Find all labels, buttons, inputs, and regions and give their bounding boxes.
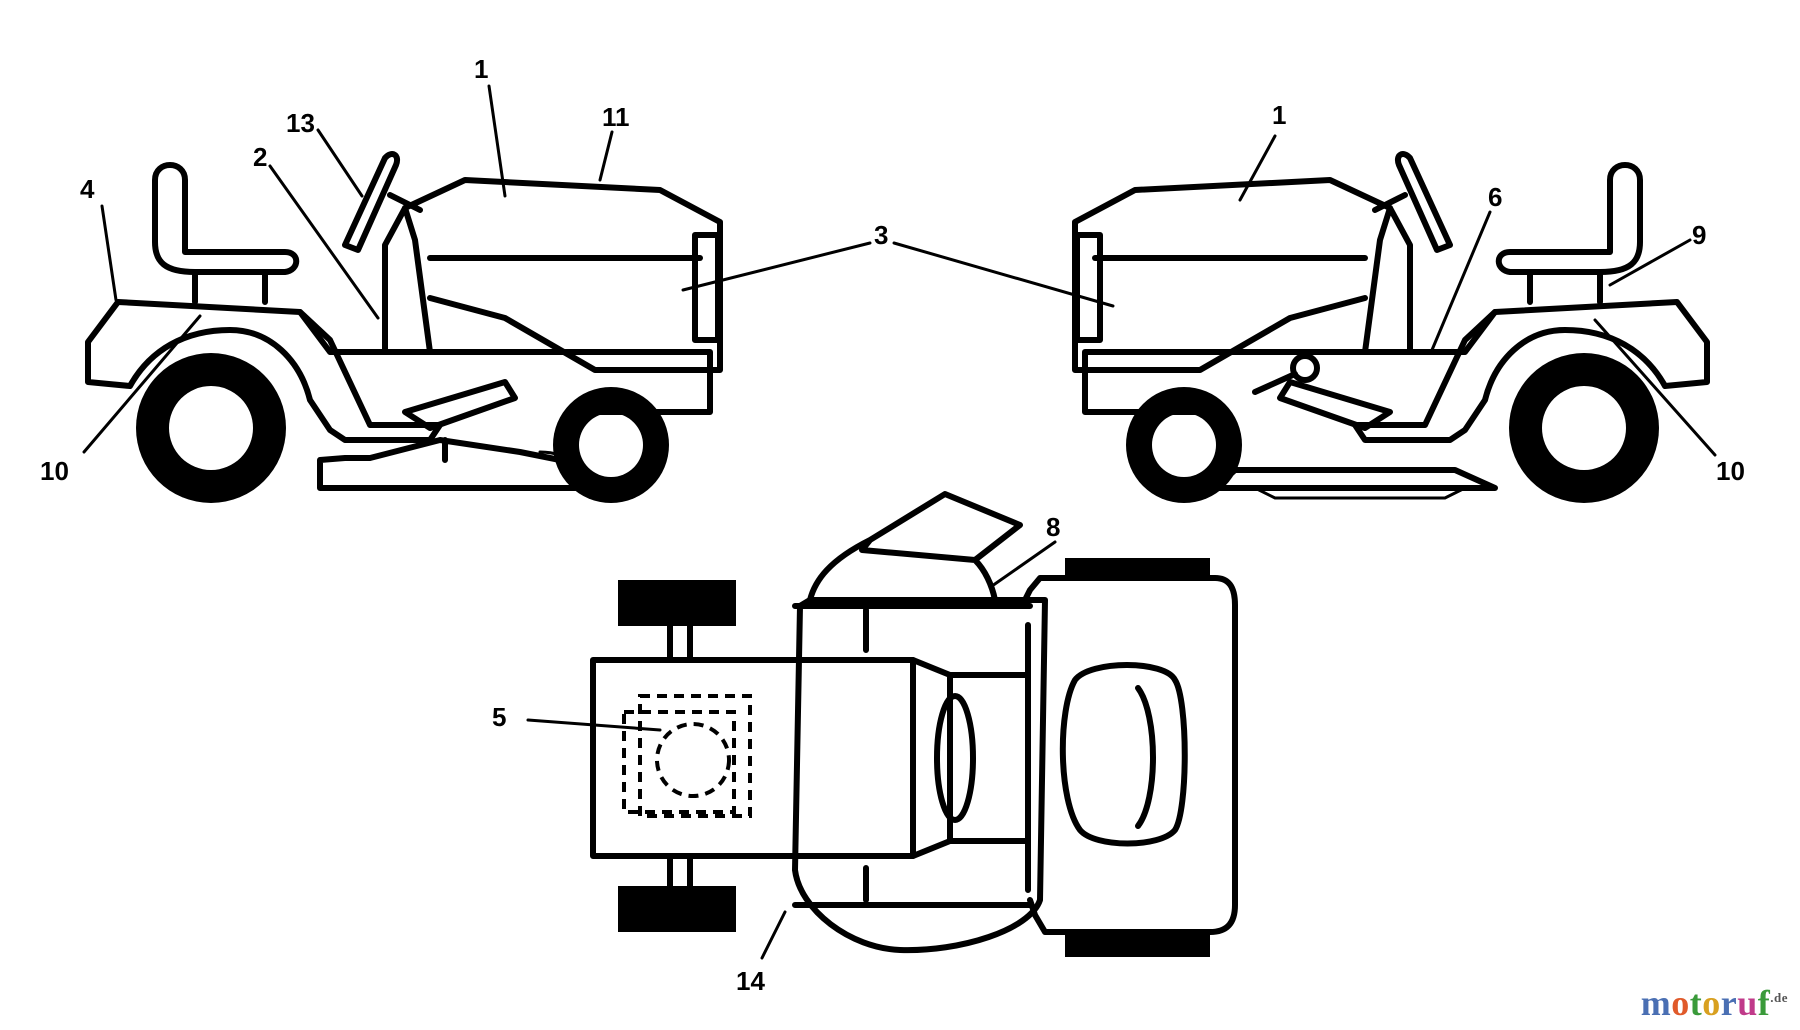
callout-14: 14 — [736, 966, 765, 996]
center-callout-3: 3 — [681, 220, 1115, 308]
wm-letter-o2: o — [1702, 983, 1721, 1023]
right-pedal — [1277, 379, 1393, 431]
left-hood — [402, 177, 723, 373]
top-seat-back — [1135, 685, 1156, 829]
right-callouts: 1 6 9 10 — [1238, 100, 1745, 486]
left-deck-chute — [538, 450, 580, 490]
top-dash — [947, 672, 1031, 844]
right-mower-deck — [1212, 467, 1498, 491]
right-seat-post — [1527, 269, 1603, 305]
right-steering — [1372, 151, 1453, 253]
top-deck-marks — [863, 607, 1031, 903]
callout-1-left: 1 — [474, 54, 488, 84]
left-pedal — [402, 379, 518, 431]
callout-2-left: 2 — [253, 142, 267, 172]
callout-6-right: 6 — [1488, 182, 1502, 212]
top-front-axle — [667, 623, 693, 889]
wm-letter-o1: o — [1671, 983, 1690, 1023]
top-discharge-chute — [807, 491, 1023, 603]
right-deck-skirt — [1253, 486, 1467, 500]
left-dash — [382, 205, 433, 355]
wm-letter-f: f — [1757, 983, 1771, 1023]
right-dash — [1362, 205, 1413, 355]
top-decal-outline-front — [638, 694, 752, 818]
right-grille — [1074, 232, 1103, 343]
right-rear-fender — [1352, 299, 1710, 443]
wm-letter-m: m — [1640, 983, 1672, 1023]
callout-9-right: 9 — [1692, 220, 1706, 250]
left-callouts: 1 11 13 2 4 10 — [40, 54, 630, 486]
wm-letter-t: t — [1689, 983, 1703, 1023]
wm-domain: .de — [1770, 990, 1788, 1005]
left-tractor-side-view — [85, 151, 723, 503]
top-deck — [792, 597, 1048, 954]
left-frame — [297, 309, 713, 415]
right-seat — [1495, 162, 1643, 275]
right-frame — [1082, 309, 1498, 415]
top-front-wheel-top — [618, 580, 736, 626]
tractor-top-view — [590, 491, 1238, 957]
callout-1-right: 1 — [1272, 100, 1286, 130]
wm-letter-u: u — [1737, 983, 1758, 1023]
callout-8: 8 — [1046, 512, 1060, 542]
left-seat-post — [192, 269, 268, 305]
callout-3: 3 — [874, 220, 888, 250]
top-decal-circle — [655, 722, 731, 798]
motoruf-watermark: motoruf.de — [1641, 982, 1788, 1024]
left-seat — [152, 162, 300, 275]
top-body-mid — [792, 603, 1033, 908]
right-lever-knob — [1290, 353, 1320, 383]
top-rear-wheel-bottom — [1065, 935, 1210, 957]
callout-5: 5 — [492, 702, 506, 732]
top-hood-nose — [910, 657, 953, 859]
callout-10-right: 10 — [1716, 456, 1745, 486]
top-decal-outline-back — [622, 710, 736, 814]
callout-10-left: 10 — [40, 456, 69, 486]
wm-letter-r: r — [1720, 983, 1738, 1023]
callout-13-left: 13 — [286, 108, 315, 138]
right-hood — [1072, 177, 1393, 373]
top-steering — [934, 693, 976, 823]
callout-4-left: 4 — [80, 174, 95, 204]
left-front-hub — [579, 413, 643, 477]
left-rear-hub — [169, 386, 253, 470]
left-mower-deck — [317, 437, 583, 491]
right-rear-hub — [1542, 386, 1626, 470]
top-body-rear — [1022, 575, 1238, 935]
left-grille — [692, 232, 721, 343]
left-steering — [342, 151, 423, 253]
top-callouts: 8 5 14 — [492, 512, 1060, 996]
right-tractor-side-view — [1072, 151, 1710, 503]
left-rear-fender — [85, 299, 443, 443]
right-front-hub — [1152, 413, 1216, 477]
top-seat — [1059, 662, 1188, 847]
callout-11-left: 11 — [602, 102, 630, 132]
top-front-wheel-bottom — [618, 886, 736, 932]
top-rear-wheel-top — [1065, 558, 1210, 580]
